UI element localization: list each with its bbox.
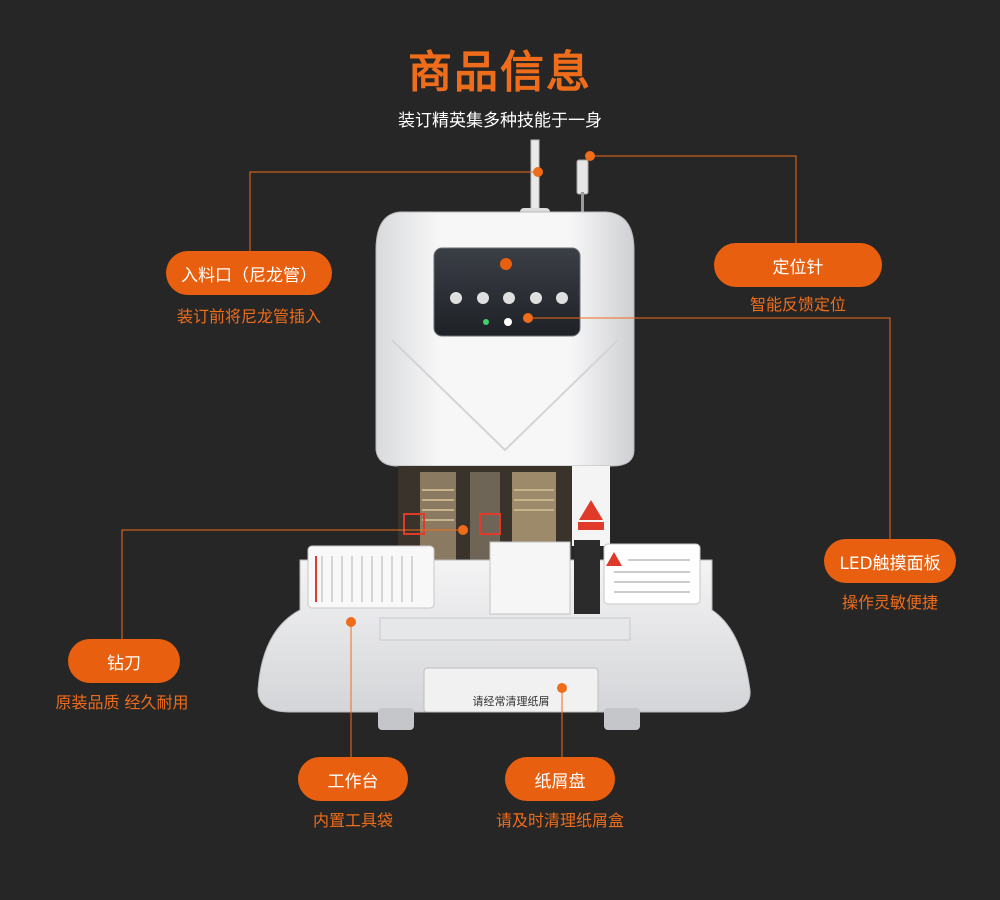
led-touch-panel [433, 247, 581, 337]
page-title: 商品信息 [408, 47, 592, 98]
tray-label: 请经常清理纸屑 [473, 695, 550, 708]
callout-tray-label: 纸屑盘 [505, 757, 615, 801]
warning-plate [603, 543, 701, 605]
callout-drill-desc: 原装品质 经久耐用 [55, 693, 189, 712]
callout-pin-desc: 智能反馈定位 [749, 295, 846, 314]
callout-pin-label: 定位针 [714, 243, 882, 287]
callout-table-label: 工作台 [298, 757, 408, 801]
callout-table-desc: 内置工具袋 [312, 811, 393, 830]
callout-feed-label: 入料口（尼龙管） [166, 251, 332, 295]
callout-drill-label: 钻刀 [68, 639, 180, 683]
callout-led-label: LED触摸面板 [824, 539, 956, 583]
callout-feed-desc: 装订前将尼龙管插入 [176, 307, 321, 326]
callout-tray-desc: 请及时清理纸屑盒 [495, 811, 624, 830]
page-subtitle: 装订精英集多种技能于一身 [398, 111, 602, 131]
callout-led-desc: 操作灵敏便捷 [841, 593, 938, 612]
scrap-tray [423, 667, 599, 713]
